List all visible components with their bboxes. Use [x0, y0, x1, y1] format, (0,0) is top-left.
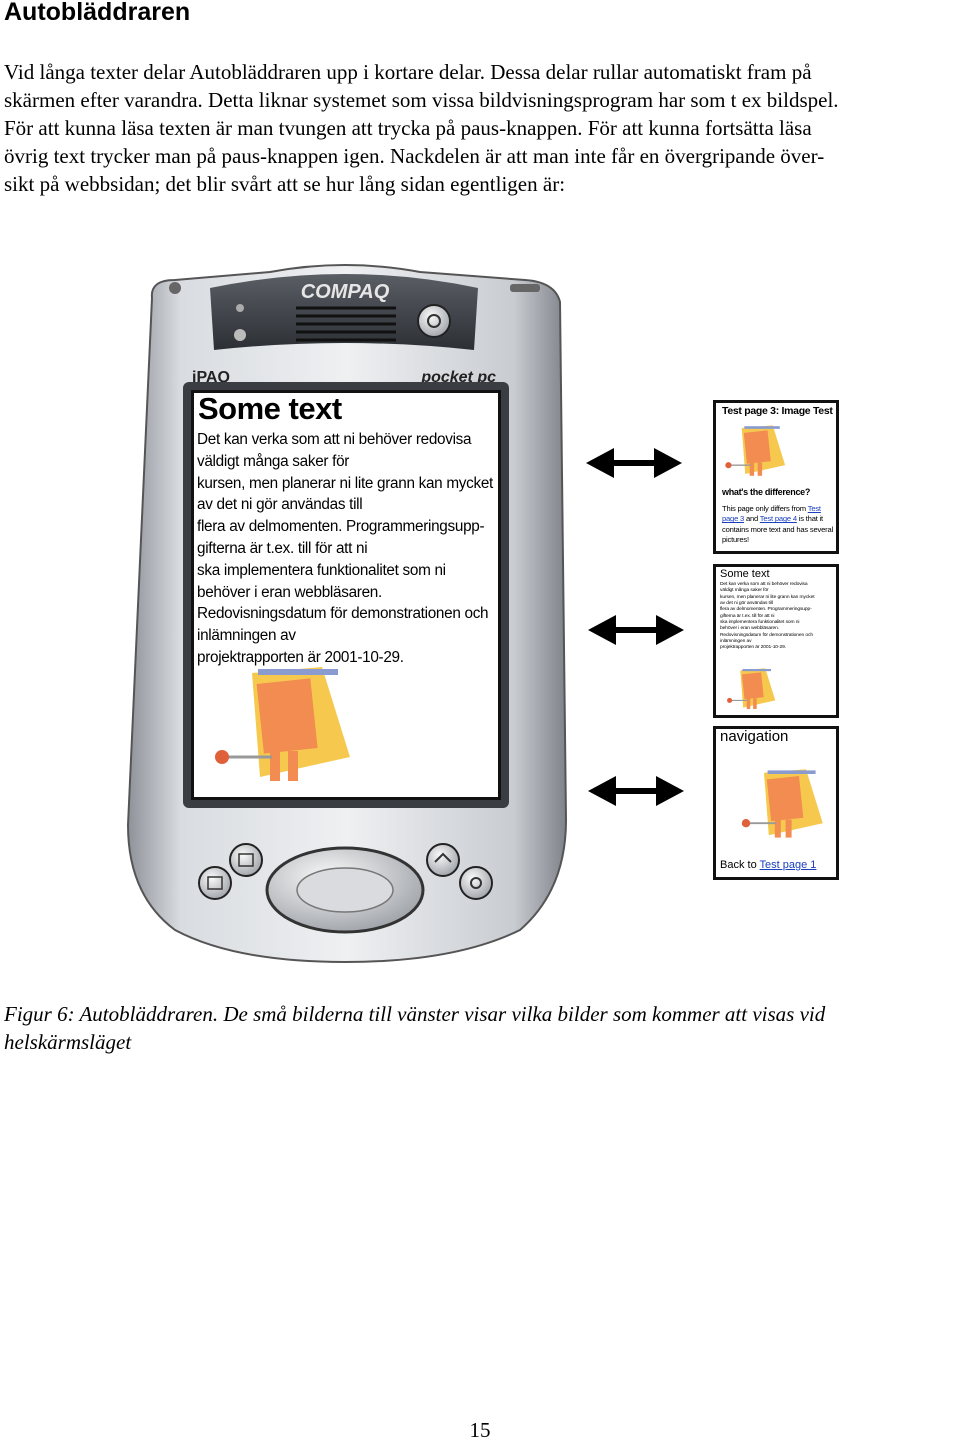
link-test-page-3[interactable]: Test page 3: [722, 504, 821, 524]
screen-text-line: projektrapporten är 2001-10-29.: [197, 648, 404, 666]
thumbnail-body-text: and: [744, 514, 760, 524]
figure-illustration-image: [215, 667, 350, 781]
screen-text-line: behöver i eran webbläsaren.: [197, 583, 382, 601]
screen-text-line: flera av delmomenten. Programmeringsupp-: [197, 518, 485, 536]
thumbnail-some-text: Some text Det kan verka som att ni behöv…: [713, 564, 839, 718]
navigation-pad[interactable]: [265, 846, 425, 934]
tasks-button[interactable]: [459, 866, 493, 900]
paragraph-line: sikt på webbsidan; det blir svårt att se…: [4, 172, 566, 196]
link-test-page-1[interactable]: Test page 1: [759, 859, 817, 871]
thumbnail-title: Some text: [720, 568, 770, 580]
thumbnail-text-line: av det ni gör användas till: [720, 601, 773, 607]
pda-screen: Some text Det kan verka som att ni behöv…: [191, 390, 501, 800]
double-arrow-icon: [588, 615, 684, 645]
screen-text-line: ska implementera funktionalitet som ni: [197, 561, 446, 579]
double-arrow-icon: [588, 776, 684, 806]
thumbnail-image-test: Test page 3: Image Test what's the diffe…: [713, 400, 839, 554]
thumbnail-text-line: gifterna är t.ex. till för att ni: [720, 613, 775, 619]
thumbnail-figure-image: [741, 769, 823, 838]
inbox-button[interactable]: [426, 843, 460, 877]
ir-port-icon: [510, 284, 540, 292]
brand-logo: COMPAQ: [301, 281, 390, 303]
stylus-slot-icon: [169, 282, 181, 294]
thumbnail-footer-text: Back to: [720, 859, 760, 871]
thumbnail-figure-image: [725, 425, 786, 476]
thumbnail-text-line: flera av delmomenten. Programmeringsupp-: [720, 607, 812, 613]
microphone-icon: [236, 304, 244, 312]
thumbnail-body-text: This page only differs from: [722, 504, 808, 513]
thumbnail-text-line: väldigt många saker för: [720, 588, 769, 594]
screen-text-line: väldigt många saker för: [197, 452, 350, 470]
thumbnail-body: Det kan verka som att ni behöver redovis…: [720, 582, 836, 652]
thumbnail-text-line: projektrapporten är 2001-10-29.: [720, 645, 786, 651]
thumbnail-body-text: is that it contains more text and has se…: [722, 514, 833, 545]
paragraph-line: övrig text trycker man på paus-knappen i…: [4, 144, 825, 168]
thumbnail-text-line: behöver i eran webbläsaren.: [720, 626, 780, 632]
thumbnail-text-line: inlämningen av: [720, 639, 752, 645]
double-arrow-icon: [586, 448, 682, 478]
thumbnail-figure-image: [727, 668, 776, 709]
thumbnail-footer: Back to Test page 1: [720, 859, 816, 871]
calendar-button[interactable]: [229, 843, 263, 877]
paragraph-line: skärmen efter varandra. Detta liknar sys…: [4, 88, 839, 112]
led-icon: [234, 329, 246, 341]
thumbnail-text-line: Det kan verka som att ni behöver redovis…: [720, 582, 808, 587]
figure-autobladdraren: COMPAQ iPAQ pocket pc: [0, 250, 960, 980]
thumbnail-title: navigation: [720, 728, 789, 745]
paragraph-line: För att kunna läsa texten är man tvungen…: [4, 116, 812, 140]
caption-line: Figur 6: Autobläddraren. De små bilderna…: [4, 1002, 826, 1026]
power-button[interactable]: [417, 304, 451, 338]
screen-text-line: Det kan verka som att ni behöver redovis…: [197, 431, 472, 448]
screen-title: Some text: [198, 391, 342, 426]
screen-text-line: av det ni gör användas till: [197, 496, 363, 514]
paragraph-line: Vid långa texter delar Autobläddraren up…: [4, 60, 812, 84]
os-label: pocket pc: [420, 369, 496, 386]
model-label: iPAQ: [192, 369, 230, 386]
thumbnail-navigation: navigation Back to Test page 1: [713, 726, 839, 880]
thumbnail-subtitle: what's the difference?: [722, 487, 811, 497]
caption-line: helskärmsläget: [4, 1030, 132, 1054]
thumbnail-text-line: Redovisningsdatum för demonstrationen oc…: [720, 632, 813, 638]
thumbnail-text-line: ska implementera funktionalitet som ni: [720, 620, 800, 626]
figure-caption: Figur 6: Autobläddraren. De små bilderna…: [4, 1000, 952, 1056]
link-test-page-4[interactable]: Test page 4: [759, 514, 797, 524]
screen-text-line: Redovisningsdatum för demonstrationen oc…: [197, 605, 489, 623]
thumbnail-body: This page only differs from Test page 3 …: [722, 504, 836, 546]
screen-text-line: inlämningen av: [197, 627, 296, 645]
body-paragraph: Vid långa texter delar Autobläddraren up…: [4, 58, 952, 198]
thumbnail-title: Test page 3: Image Test: [722, 405, 833, 417]
screen-text-line: gifterna är t.ex. till för att ni: [197, 539, 368, 557]
page-number: 15: [469, 1418, 491, 1442]
screen-text-line: kursen, men planerar ni lite grann kan m…: [197, 474, 493, 492]
speaker-grille: [296, 306, 396, 342]
contacts-button[interactable]: [198, 866, 232, 900]
thumbnail-text-line: kursen, men planerar ni lite grann kan m…: [720, 594, 815, 600]
pda-top-panel: [210, 274, 478, 350]
screen-text: Det kan verka som att ni behöver redovis…: [197, 429, 493, 669]
section-heading: Autobläddraren: [4, 0, 191, 26]
